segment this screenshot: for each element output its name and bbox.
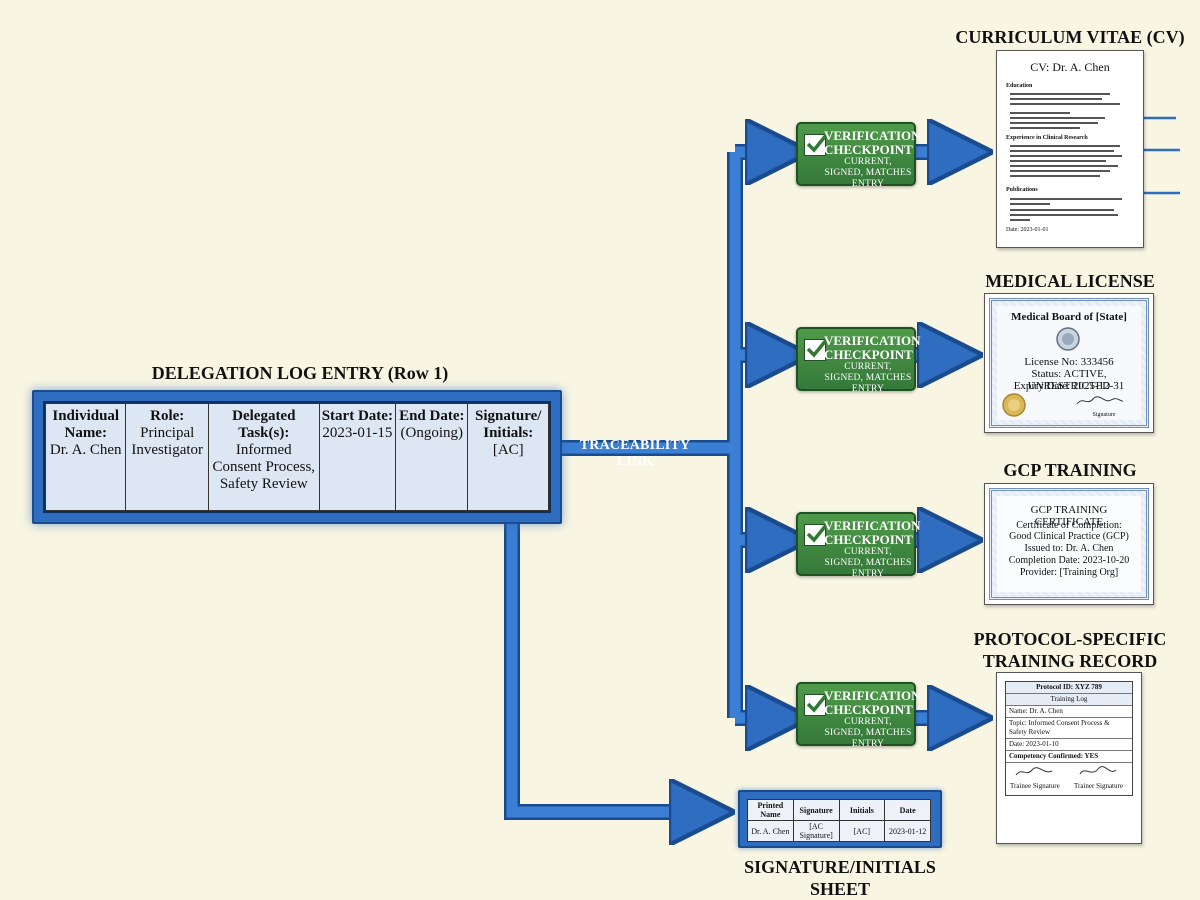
medical-license-document: Medical Board of [State] License No: 333…: [984, 293, 1154, 433]
protocol-topic: Topic: Informed Consent Process & Safety…: [1006, 718, 1132, 739]
trainee-signature-icon: [1015, 767, 1053, 776]
verification-checkpoint-license: VERIFICATION CHECKPOINT CURRENT, SIGNED,…: [796, 327, 921, 394]
gcp-heading: GCP TRAINING CERTIFICATE: [1030, 504, 1108, 528]
trainer-signature-label: Trainer Signature: [1074, 782, 1123, 790]
gcp-line-5: Provider: [Training Org]: [1019, 567, 1119, 578]
signature-sheet: Printed Name Signature Initials Date Dr.…: [738, 790, 942, 848]
gcp-line-1: Certificate of Completion:: [1016, 520, 1122, 531]
sig-cell-date: 2023-01-12: [884, 820, 931, 842]
license-expiry: Expiry Date: 2025-12-31: [1013, 380, 1125, 392]
gcp-line-3: Issued to: Dr. A. Chen: [1024, 543, 1114, 554]
traceability-link-label: TRACEABILITY LINK: [579, 438, 691, 469]
cv-header: CV: Dr. A. Chen: [1030, 60, 1110, 74]
log-cell-tasks: Delegated Task(s):Informed Consent Proce…: [207, 403, 320, 511]
verification-checkpoint-gcp: VERIFICATION CHECKPOINT CURRENT, SIGNED,…: [796, 512, 921, 579]
cv-section-education: Education: [1006, 83, 1033, 89]
gcp-certificate-document: GCP TRAINING CERTIFICATE Certificate of …: [984, 483, 1154, 605]
delegation-log-table: Individual Name:Dr. A. Chen Role:Princip…: [44, 403, 549, 511]
delegation-log-title: DELEGATION LOG ENTRY (Row 1): [151, 363, 449, 383]
delegation-log-entry: Individual Name:Dr. A. Chen Role:Princip…: [32, 390, 562, 524]
signature-scribble-icon: [1076, 396, 1124, 405]
sig-cell-name: Dr. A. Chen: [747, 820, 794, 842]
cv-date: Date: 2023-01-01: [1006, 227, 1049, 233]
log-cell-signature: Signature/ Initials:[AC]: [467, 403, 549, 511]
protocol-competency: Competency Confirmed: YES: [1006, 751, 1132, 763]
protocol-title: PROTOCOL-SPECIFIC TRAINING RECORD: [973, 629, 1167, 671]
checkmark-icon: [804, 692, 829, 716]
sig-header-signature: Signature: [792, 799, 840, 821]
license-title: MEDICAL LICENSE: [985, 271, 1155, 291]
checkmark-icon: [804, 337, 829, 361]
protocol-date: Date: 2023-01-10: [1006, 739, 1132, 751]
signature-sheet-title: SIGNATURE/INITIALS SHEET: [744, 857, 936, 899]
verification-checkpoint-protocol: VERIFICATION CHECKPOINT CURRENT, SIGNED,…: [796, 682, 921, 749]
log-cell-start-date: Start Date:2023-01-15: [318, 403, 397, 511]
sig-header-name: Printed Name: [747, 799, 794, 821]
cv-document: CV: Dr. A. Chen Education Experience in …: [996, 50, 1144, 248]
gcp-line-2: Good Clinical Practice (GCP): [1009, 531, 1129, 542]
license-board: Medical Board of [State]: [1011, 311, 1127, 323]
log-cell-role: Role:Principal Investigator: [125, 403, 209, 511]
log-cell-end-date: End Date:(Ongoing): [395, 403, 469, 511]
protocol-name: Name: Dr. A. Chen: [1006, 706, 1132, 718]
verification-checkpoint-cv: VERIFICATION CHECKPOINT CURRENT, SIGNED,…: [796, 122, 921, 189]
cv-section-publications: Publications: [1006, 187, 1038, 193]
gcp-line-4: Completion Date: 2023-10-20: [1008, 555, 1130, 566]
trainee-signature-label: Trainee Signature: [1010, 782, 1060, 790]
state-seal-icon: [1056, 327, 1080, 351]
gold-seal-icon: [1002, 393, 1026, 417]
log-cell-name: Individual Name:Dr. A. Chen: [44, 403, 127, 511]
checkmark-icon: [804, 132, 829, 156]
license-number: License No: 333456: [1024, 356, 1114, 368]
protocol-training-record-document: Protocol ID: XYZ 789 Training Log Name: …: [996, 672, 1142, 844]
cv-section-experience: Experience in Clinical Research: [1006, 135, 1088, 141]
protocol-log-name: Training Log: [1006, 694, 1132, 706]
sig-header-initials: Initials: [838, 799, 886, 821]
sig-header-date: Date: [884, 799, 931, 821]
license-signature-label: Signature: [1092, 412, 1116, 418]
protocol-id: Protocol ID: XYZ 789: [1006, 682, 1132, 694]
sig-cell-signature: [AC Signature]: [792, 820, 840, 842]
sig-cell-initials: [AC]: [838, 820, 886, 842]
trainer-signature-icon: [1079, 766, 1117, 775]
signature-sheet-table: Printed Name Signature Initials Date Dr.…: [747, 799, 931, 842]
license-status: Status: ACTIVE, UNRESTRICTED: [1027, 368, 1111, 392]
checkmark-icon: [804, 522, 829, 546]
cv-title: CURRICULUM VITAE (CV): [955, 27, 1185, 47]
